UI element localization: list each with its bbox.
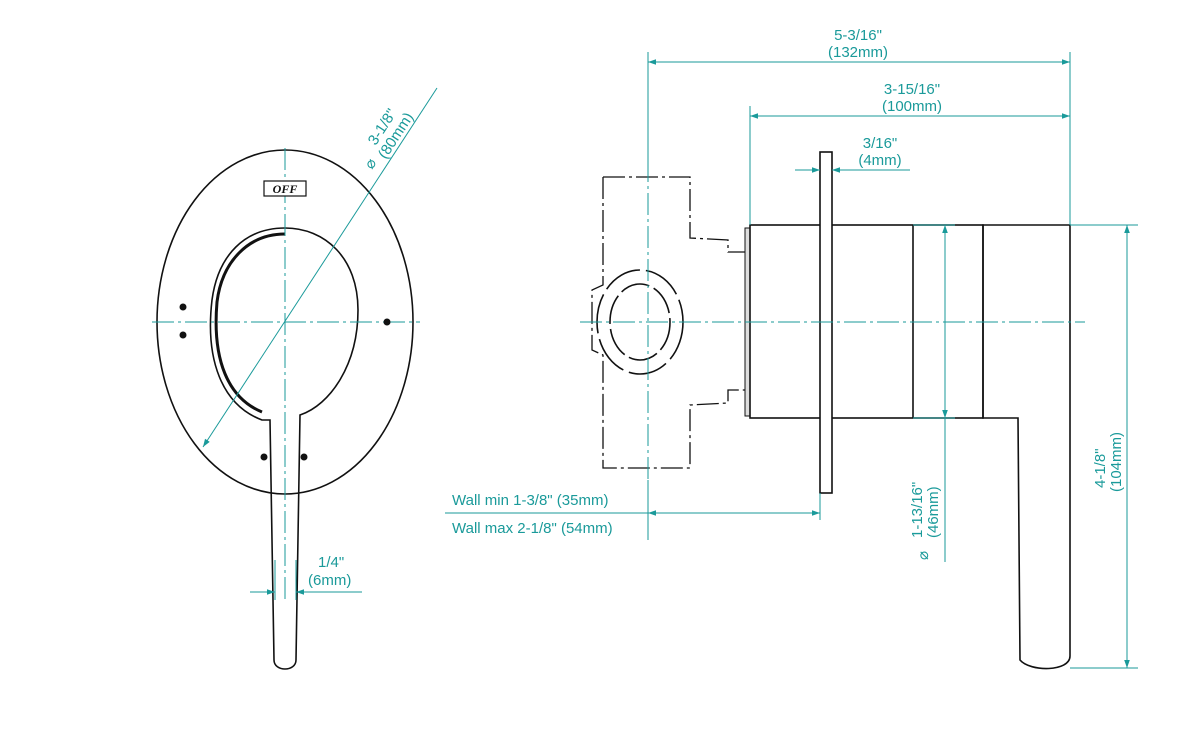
total-depth-mm: (132mm) [828, 44, 888, 61]
wall-min: Wall min 1-3/8" (35mm) [452, 492, 608, 509]
lever-handle [209, 227, 359, 670]
side-view: 5-3/16" (132mm) 3-15/16" (100mm) 3/16" (… [445, 27, 1138, 670]
valve-body [591, 176, 745, 469]
wall-max: Wall max 2-1/8" (54mm) [452, 520, 613, 537]
mounting-holes [179, 303, 391, 461]
off-label-box [263, 180, 307, 197]
plate-thickness-mm: (4mm) [858, 152, 901, 169]
height-in: 4-1/8" [1092, 448, 1109, 488]
off-label: OFF [273, 182, 298, 196]
side-lever-handle [982, 224, 1071, 670]
trim-depth-in: 3-15/16" [884, 81, 940, 98]
total-depth-in: 5-3/16" [834, 27, 882, 44]
body-diameter-in: 1-13/16" [909, 482, 926, 538]
lever-inner-shadow [214, 232, 286, 414]
lever-width-mm: (6mm) [308, 572, 351, 589]
lever-width-in: 1/4" [318, 554, 344, 571]
plate-diameter-dimension-line [202, 87, 438, 448]
plate-thickness-in: 3/16" [863, 135, 898, 152]
front-view: OFF ⌀ 3-1/8" (80mm) 1/4" (6mm) [152, 87, 438, 670]
valve-port-inner [609, 283, 671, 361]
diameter-symbol: ⌀ [361, 155, 380, 172]
trim-depth-mm: (100mm) [882, 98, 942, 115]
height-mm: (104mm) [1108, 432, 1125, 492]
body-diameter-mm: (46mm) [925, 486, 942, 538]
body-diameter-symbol: ⌀ [915, 551, 932, 560]
